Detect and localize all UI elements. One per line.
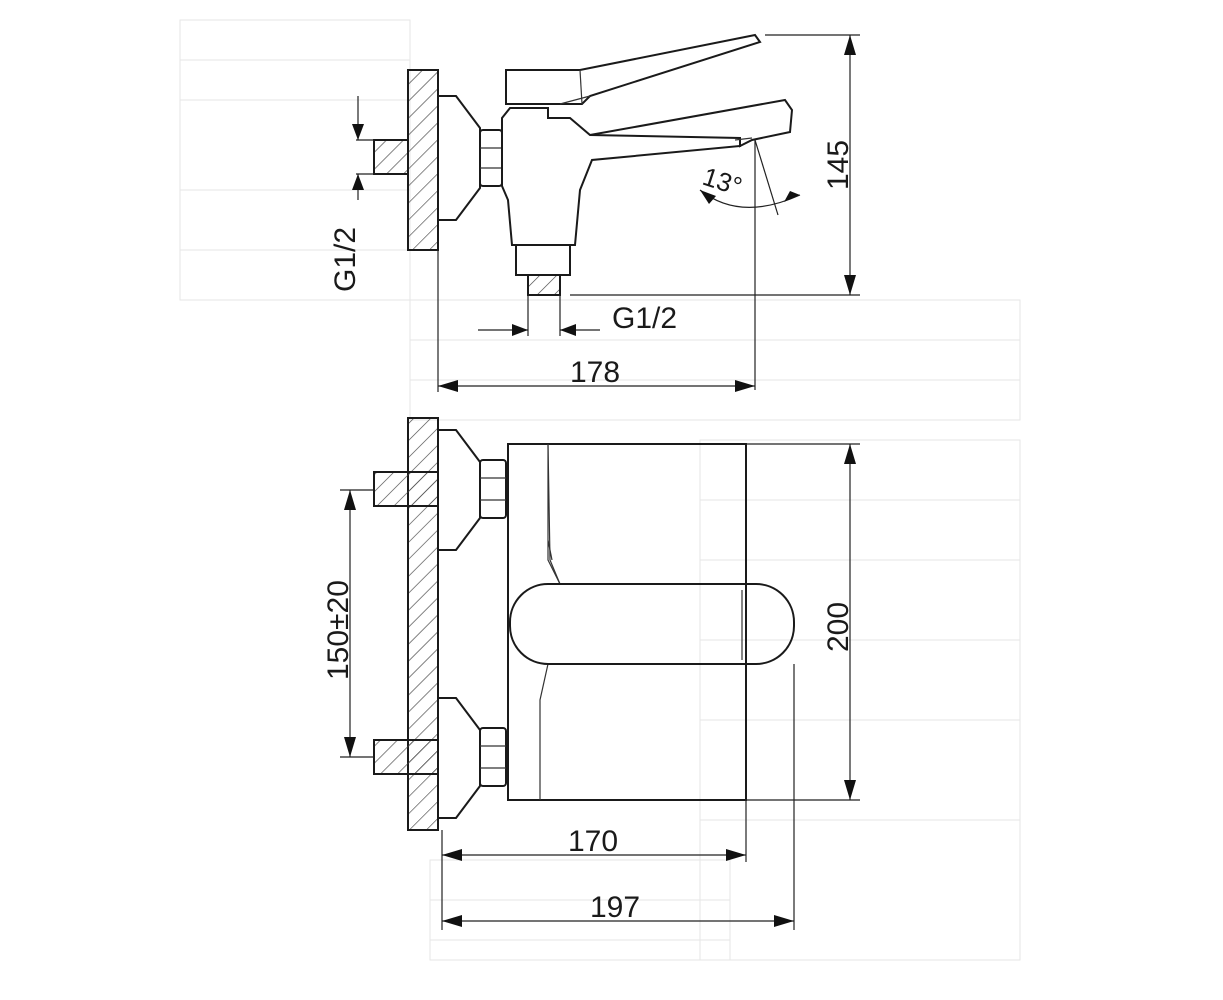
lower-flange — [437, 697, 481, 819]
upper-inlet-pipe — [373, 471, 439, 507]
lower-connector — [515, 244, 571, 276]
lower-thread — [527, 274, 561, 296]
height-145-label: 145 — [822, 140, 855, 190]
spout — [589, 98, 794, 148]
hex-nut — [479, 129, 503, 187]
side-view: 13° 145 G1/2 G1/2 178 — [329, 33, 860, 392]
center-distance-label: 150±20 — [322, 580, 355, 680]
upper-nut — [479, 459, 507, 519]
lever — [505, 33, 762, 105]
front-body — [507, 443, 747, 801]
width-170-label: 170 — [568, 825, 618, 858]
thread-vertical-label: G1/2 — [329, 227, 362, 292]
height-200-label: 200 — [822, 602, 855, 652]
front-handle — [509, 583, 795, 665]
wall-plate — [407, 69, 439, 251]
lower-inlet-pipe — [373, 739, 439, 775]
upper-flange — [437, 429, 481, 551]
background-ghost-lines — [179, 19, 1021, 961]
inlet-pipe — [373, 139, 409, 175]
depth-178-label: 178 — [570, 356, 620, 389]
thread-horizontal-label: G1/2 — [612, 302, 677, 335]
flange-cone — [437, 95, 481, 221]
lower-nut — [479, 727, 507, 787]
front-view: 150±20 200 170 197 — [322, 417, 860, 930]
width-197-label: 197 — [590, 891, 640, 924]
